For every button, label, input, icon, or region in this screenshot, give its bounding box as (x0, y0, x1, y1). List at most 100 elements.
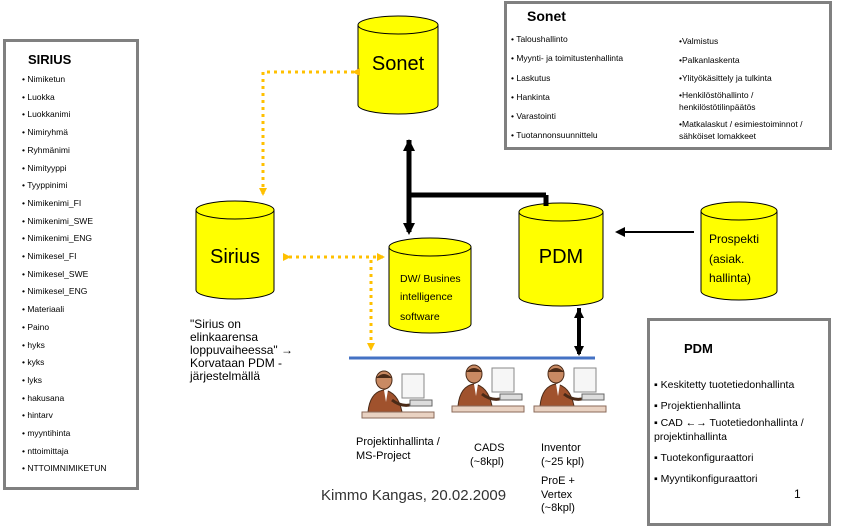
sonet-module-item: • Myynti- ja toimitustenhallinta (511, 49, 623, 68)
dw-label-line: intelligence (400, 291, 453, 303)
dw-label-line: software (400, 311, 440, 323)
bullet-icon: • (22, 374, 28, 385)
bullet-icon: • (22, 410, 28, 421)
sirius-field-item-text: Nimiryhmä (27, 127, 68, 138)
bullet-icon: • (679, 36, 682, 46)
bullet-icon: • (22, 251, 28, 262)
prospekti-label-line: (asiak. (709, 251, 745, 266)
sonet-module-item: • Laskutus (511, 69, 623, 88)
bullet-icon: • (22, 74, 28, 84)
bullet-icon: • (22, 339, 28, 350)
sonet-database-label: Sonet (371, 53, 425, 75)
sirius-field-item-text: Nimikesel_SWE (27, 268, 89, 279)
sirius-field-item: • Paino (22, 319, 107, 337)
sirius-field-item: • hakusana (22, 390, 107, 408)
author-date: Kimmo Kangas, 20.02.2009 (321, 487, 507, 504)
sirius-field-item-text: Paino (27, 321, 50, 332)
sonet-module-item: •Valmistus (679, 35, 829, 48)
sirius-field-item-text: hintarv (27, 410, 53, 421)
user-label-line: (~25 kpl) (541, 455, 585, 468)
user-label-line: (~8kpl) (470, 455, 504, 468)
prospekti-label-line: Prospekti (709, 232, 760, 246)
note-line: järjestelmällä (190, 369, 261, 383)
bullet-icon: • (22, 445, 28, 456)
sirius-field-item-text: lyks (27, 374, 42, 385)
bullet-icon: • (22, 91, 28, 102)
bullet-icon: • (511, 111, 517, 122)
sirius-field-item: • Nimikenimi_FI (22, 195, 107, 213)
bullet-icon: ▪ (654, 379, 661, 391)
sirius-field-item-text: Nimityyppi (27, 162, 67, 173)
bullet-icon: • (22, 144, 28, 155)
pdm-feature-item: ▪ Projektienhallinta (654, 396, 824, 417)
user-label-line: MS-Project (356, 449, 411, 462)
bullet-icon: • (22, 357, 28, 368)
pdm-box-title: PDM (684, 341, 713, 356)
bullet-icon: • (22, 321, 28, 332)
user-label-line: ProE + (541, 475, 575, 487)
sonet-module-item-text: Myynti- ja toimitustenhallinta (516, 53, 624, 64)
sirius-field-item-text: Nimikenimi_FI (27, 197, 82, 208)
sirius-field-list: • Nimiketun• Luokka• Luokkanimi• Nimiryh… (22, 71, 107, 478)
sirius-field-item: • Nimikesel_ENG (22, 283, 107, 301)
sonet-module-item-text: Laskutus (516, 72, 551, 83)
sirius-field-item: • NTTOIMNIMIKETUN (22, 460, 107, 478)
dw-label-line: DW/ Busines (400, 273, 461, 285)
bullet-icon: • (22, 268, 28, 279)
user-label-inventor: Inventor (~25 kpl) ProE + Vertex (~8kpl) (541, 442, 584, 516)
bullet-icon: • (679, 73, 682, 83)
sirius-field-item-text: Nimikesel_FI (27, 251, 77, 262)
bullet-icon: • (22, 392, 28, 403)
pdm-feature-item-text: Keskitetty tuotetiedonhallinta (660, 379, 795, 391)
note-line: Korvataan PDM - (190, 356, 283, 370)
bullet-icon: • (22, 428, 28, 439)
page-number: 1 (794, 487, 801, 501)
pdm-database-cylinder (518, 202, 604, 307)
bullet-icon: • (679, 118, 682, 129)
sirius-field-item: • Materiaali (22, 301, 107, 319)
bullet-icon: • (679, 54, 682, 65)
sirius-field-item-text: Nimiketun (27, 74, 66, 84)
sirius-field-item: • Nimikenimi_SWE (22, 213, 107, 231)
note-line: elinkaarensa (190, 330, 259, 344)
pdm-features-box: PDM ▪ Keskitetty tuotetiedonhallinta▪ Pr… (647, 318, 831, 526)
sirius-field-item: • Nimikenimi_ENG (22, 230, 107, 248)
sirius-field-item: • Nimikesel_SWE (22, 266, 107, 284)
sonet-module-item: • Hankinta (511, 88, 623, 107)
bullet-icon: • (22, 286, 28, 297)
sirius-field-item: • Nimiryhmä (22, 124, 107, 142)
bullet-icon: • (511, 34, 517, 44)
bullet-icon: • (22, 463, 28, 474)
pdm-feature-list: ▪ Keskitetty tuotetiedonhallinta▪ Projek… (654, 375, 824, 489)
sirius-field-item-text: Luokkanimi (27, 109, 71, 120)
sirius-field-item: • Nimiketun (22, 71, 107, 89)
sonet-database-cylinder (357, 15, 439, 115)
person-at-computer-icon (361, 370, 435, 419)
person-at-computer-icon (451, 364, 525, 413)
sirius-field-item-text: Materiaali (27, 304, 65, 315)
sonet-box-title: Sonet (527, 8, 566, 24)
pdm-feature-item-text: Tuotekonfiguraattori (660, 452, 754, 464)
bullet-icon: • (22, 197, 28, 208)
sonet-module-item-text: Matkalaskut / esimiestoiminnot / sähköis… (679, 118, 803, 142)
bullet-icon: • (22, 215, 28, 226)
prospekti-database-label: Prospekti (asiak. hallinta) (709, 230, 759, 289)
sirius-field-item: • Luokka (22, 89, 107, 107)
sirius-field-item-text: Ryhmänimi (27, 144, 70, 155)
sirius-field-item-text: hakusana (27, 392, 65, 403)
sonet-module-item: •Palkanlaskenta (679, 54, 829, 67)
bullet-icon: ▪ (654, 417, 661, 429)
sirius-field-item-text: myyntihinta (27, 428, 71, 439)
pdm-feature-item-text: Myyntikonfiguraattori (660, 472, 758, 485)
sirius-field-item: • myyntihinta (22, 425, 107, 443)
user-label-line: CADS (474, 442, 505, 454)
bullet-icon: • (22, 109, 28, 120)
sirius-field-item: • hintarv (22, 407, 107, 425)
user-label-line: Vertex (541, 488, 573, 501)
user-label-line: (~8kpl) (541, 502, 575, 514)
sirius-field-item: • Tyyppinimi (22, 177, 107, 195)
pdm-feature-item: ▪ Keskitetty tuotetiedonhallinta (654, 375, 824, 396)
pdm-feature-item-text: Projektienhallinta (660, 399, 741, 412)
sirius-field-item: • Nimikesel_FI (22, 248, 107, 266)
